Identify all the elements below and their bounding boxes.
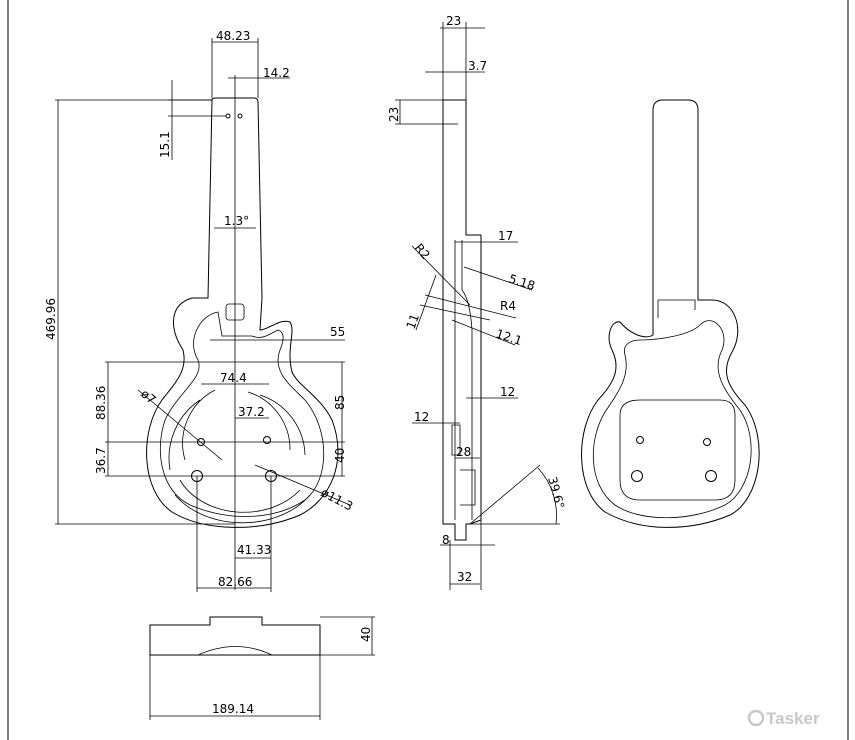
dim-hole-offset: 14.2 [263, 66, 290, 80]
body-outline [146, 97, 339, 528]
dim-headstock-height: 23 [387, 107, 401, 122]
dim-neck-depth: 17 [498, 229, 513, 243]
dim-span: 82.66 [218, 575, 252, 589]
dim-radius-large: R4 [500, 299, 516, 313]
dim-body-step-left: 12 [414, 410, 429, 424]
dim-hole-depth: 15.1 [158, 131, 172, 158]
dim-upper-height: 88.36 [94, 386, 108, 420]
dim-large-dia: ø11.3 [319, 485, 356, 513]
dim-pot-span: 74.4 [220, 371, 247, 385]
pot-hole [263, 436, 271, 444]
dim-right-height: 85 [333, 395, 347, 410]
dim-base: 32 [457, 570, 472, 584]
dim-headstock-width: 23 [446, 14, 461, 28]
dim-heel: 8 [442, 533, 450, 547]
dim-bridge: 12.1 [494, 327, 524, 349]
dim-cavity: 28 [456, 445, 471, 459]
dim-angle: 39.6° [545, 475, 567, 510]
dim-radius-small: R2 [412, 241, 433, 262]
dim-bottom-height: 40 [359, 627, 373, 642]
dim-pot-half: 37.2 [238, 405, 265, 419]
dim-overall-length: 469.96 [44, 298, 58, 340]
back-view [581, 99, 760, 528]
dim-headstock-step: 3.7 [468, 59, 487, 73]
tasker-logo-icon [747, 709, 765, 727]
dim-half-span: 41.33 [237, 543, 271, 557]
watermark: Tasker [747, 709, 820, 728]
dim-neck-angle: 1.3° [224, 214, 249, 228]
dim-bottom-width: 189.14 [212, 702, 254, 716]
side-view: 23 3.7 23 17 R2 5.18 R4 11 12.1 12 12 28… [387, 14, 567, 590]
dim-lower-gap: 36.7 [94, 447, 108, 474]
dim-pot-dia: ø7 [138, 387, 158, 407]
watermark-text: Tasker [766, 709, 820, 728]
dim-offset: 5.18 [507, 272, 537, 294]
dim-body-step: 12 [500, 385, 515, 399]
dim-neck-join: 55 [330, 325, 345, 339]
dim-top-width: 48.23 [216, 29, 250, 43]
front-view: 48.23 14.2 15.1 469.96 1.3° 55 74.4 37.2… [44, 29, 355, 592]
bottom-view: 40 189.14 [149, 616, 375, 720]
dim-rise: 11 [404, 312, 422, 331]
dim-right-gap: 40 [333, 448, 347, 463]
